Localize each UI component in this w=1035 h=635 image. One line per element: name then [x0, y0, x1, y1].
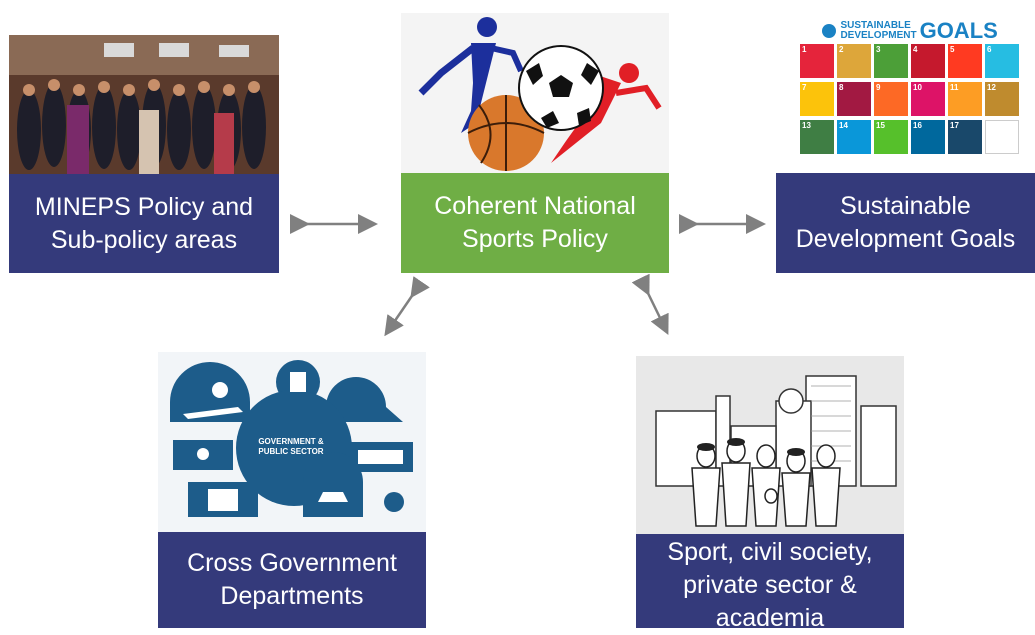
civil-society-box: Sport, civil society, private sector & aca… [636, 534, 904, 632]
arrow-center-bottom-right [631, 273, 669, 335]
sdg-tile: 9 [874, 82, 908, 116]
sdg-logo-word: GOALS [919, 18, 998, 43]
cross-gov-label-line1: Cross Government [187, 549, 397, 577]
center-label-line1: Coherent National [434, 192, 636, 220]
mineps-label-line1: MINEPS Policy and [34, 192, 254, 221]
mineps-label-line2: Sub-policy areas [50, 225, 238, 254]
sdg-tile: 16 [911, 120, 945, 154]
sdg-tile: 2 [837, 44, 871, 78]
sdg-tile: 14 [837, 120, 871, 154]
sdg-label-line1: Sustainable [840, 192, 971, 220]
sdg-tile: 12 [985, 82, 1019, 116]
civil-label-line3: academia [715, 604, 825, 632]
un-emblem-icon [822, 24, 836, 38]
sdg-tile: 7 [800, 82, 834, 116]
sdg-tile: 10 [911, 82, 945, 116]
sdg-label-line2: Development Goals [795, 225, 1016, 253]
sdg-tile: 3 [874, 44, 908, 78]
center-label-line2: Sports Policy [462, 225, 608, 253]
sdg-tile: 1 [800, 44, 834, 78]
sdg-tile: 4 [911, 44, 945, 78]
gov-label-line2: PUBLIC SECTOR [258, 447, 324, 456]
cross-gov-label-line2: Departments [220, 582, 364, 610]
conference-photo [9, 35, 279, 174]
sdg-tile: 13 [800, 120, 834, 154]
city-crowd-sketch [636, 356, 904, 534]
gov-label-line1: GOVERNMENT & [258, 437, 324, 446]
sdg-logo-line1: SUSTAINABLE [840, 20, 911, 31]
sdg-logo-line2: DEVELOPMENT [840, 30, 917, 41]
sdg-tile: 6 [985, 44, 1019, 78]
sdg-tile: 11 [948, 82, 982, 116]
government-public-sector-label: GOVERNMENT &PUBLIC SECTOR [246, 437, 336, 457]
arrow-center-bottom-left [384, 276, 430, 337]
sdg-tile: 15 [874, 120, 908, 154]
sdg-tile [985, 120, 1019, 154]
sports-illustration [401, 13, 669, 173]
government-icons-illustration [158, 352, 426, 532]
civil-label-line1: Sport, civil society, [667, 538, 873, 566]
sdg-tile: 8 [837, 82, 871, 116]
sdg-tile: 5 [948, 44, 982, 78]
sdg-tile: 17 [948, 120, 982, 154]
civil-label-line2: private sector & [683, 571, 857, 599]
